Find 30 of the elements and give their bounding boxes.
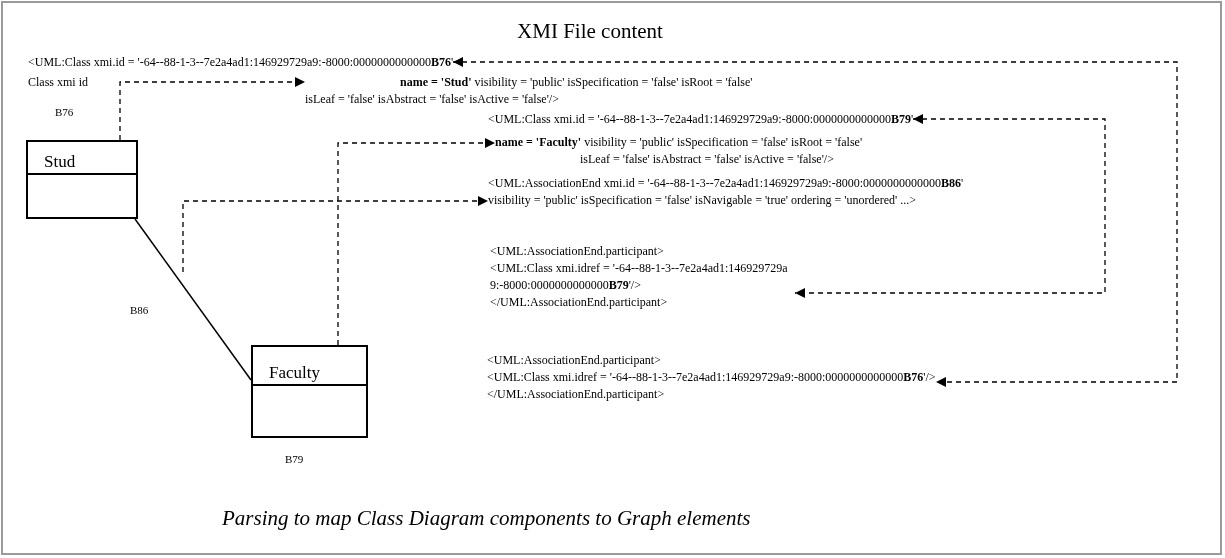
code-line: <UML:Class xmi.idref = '-64--88-1-3--7e2a4ad1:146929729a9:-8000:0000000000000B76'/> bbox=[487, 369, 936, 386]
dashed-arrow bbox=[794, 114, 1106, 298]
id-label: B86 bbox=[130, 303, 149, 318]
code-line: name = 'Stud' visibility = 'public' isSpecification = 'false' isRoot = 'false' bbox=[400, 74, 753, 91]
code-line: </UML:AssociationEnd.participant> bbox=[490, 294, 668, 311]
code-line: <UML:Class xmi.id = '-64--88-1-3--7e2a4ad1:146929729a9:-8000:0000000000000B76' bbox=[28, 54, 454, 71]
class-box bbox=[26, 140, 138, 219]
class-name: Faculty bbox=[269, 362, 320, 385]
code-line: <UML:AssociationEnd xmi.id = '-64--88-1-3--7e2a4ad1:146929729a9:-8000:0000000000000B86' bbox=[488, 175, 964, 192]
code-line: <UML:AssociationEnd.participant> bbox=[487, 352, 661, 369]
class-box bbox=[251, 345, 368, 438]
code-line: name = 'Faculty' visibility = 'public' isSpecification = 'false' isRoot = 'false' bbox=[495, 134, 863, 151]
id-label: B79 bbox=[285, 452, 304, 466]
annotation-text: Class xmi id bbox=[28, 74, 88, 90]
code-line: <UML:Class xmi.id = '-64--88-1-3--7e2a4ad1:146929729a9:-8000:0000000000000B79' bbox=[488, 111, 914, 128]
code-line: isLeaf = 'false' isAbstract = 'false' isActive = 'false'/> bbox=[580, 151, 834, 168]
dashed-arrow bbox=[119, 77, 306, 141]
association-line bbox=[134, 218, 252, 381]
code-line: visibility = 'public' isSpecification = 'false' isNavigable = 'true' ordering = 'unordered' ...> bbox=[488, 192, 917, 209]
dashed-arrow bbox=[337, 138, 496, 346]
class-name: Stud bbox=[44, 151, 76, 173]
code-line: <UML:AssociationEnd.participant> bbox=[490, 243, 664, 260]
dashed-arrow bbox=[182, 196, 489, 273]
code-line: <UML:Class xmi.idref = '-64--88-1-3--7e2a4ad1:146929729a9:-8000:0000000000000B79'/> bbox=[490, 260, 789, 294]
caption: Parsing to map Class Diagram components to Graph elements bbox=[222, 505, 751, 531]
id-label: B76 bbox=[55, 105, 74, 119]
title: XMI File content bbox=[516, 18, 664, 44]
code-line: </UML:AssociationEnd.participant> bbox=[487, 386, 665, 403]
dashed-arrow bbox=[452, 57, 1178, 387]
code-line: isLeaf = 'false' isAbstract = 'false' isActive = 'false'/> bbox=[305, 91, 559, 108]
